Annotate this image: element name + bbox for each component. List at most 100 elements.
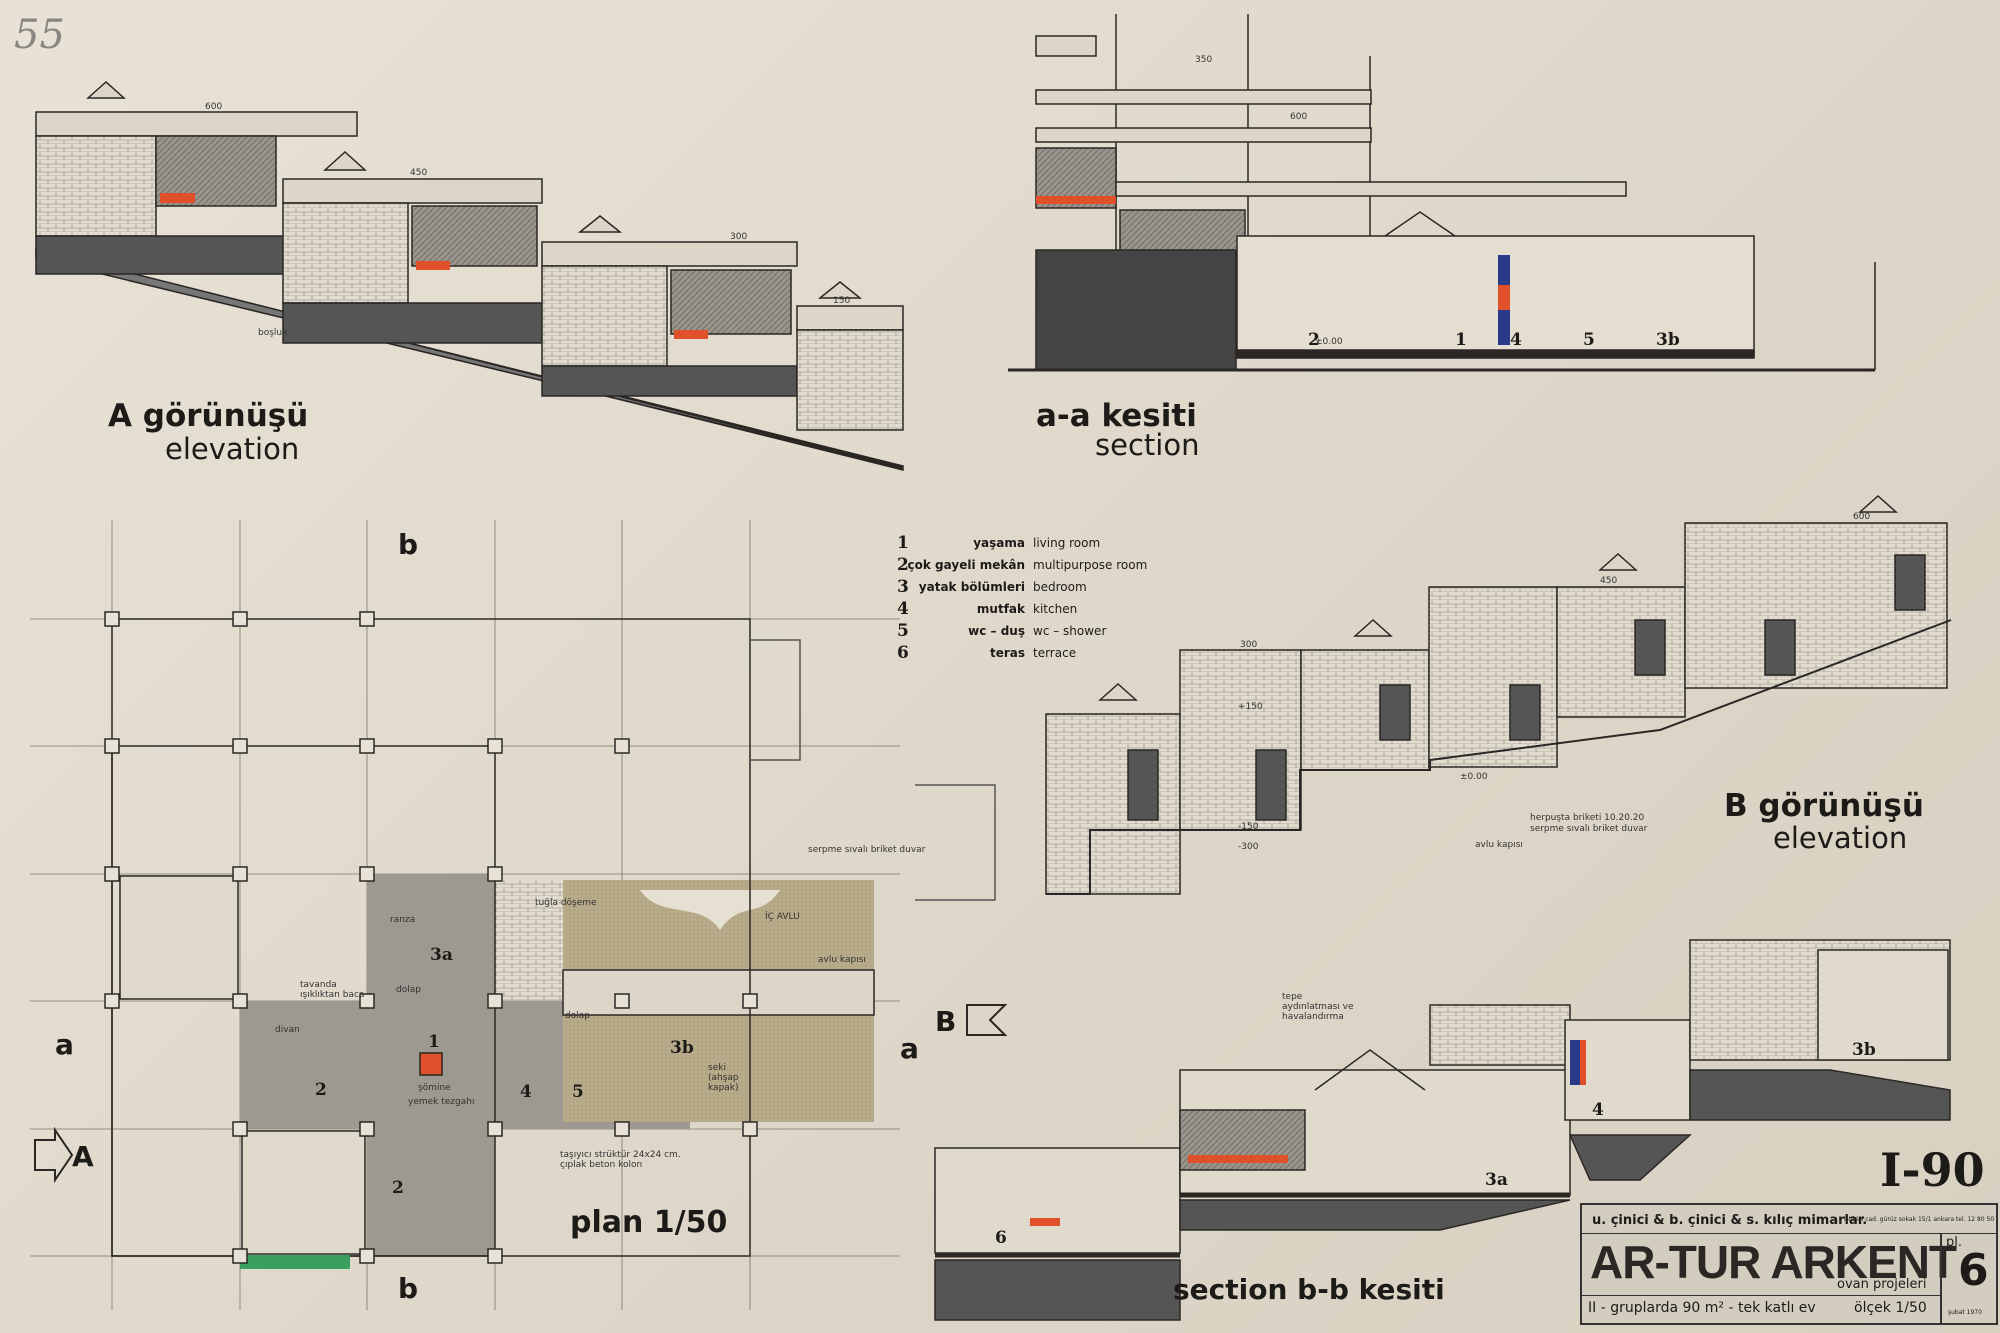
plate-label: pl.: [1946, 1235, 1962, 1250]
legend-turkish: wc – duş: [968, 624, 1025, 638]
legend-number: 3: [897, 577, 909, 597]
elevation-a-drawing: [35, 80, 904, 471]
legend-number: 1: [897, 533, 909, 553]
elevation-marker-b: B: [935, 1005, 957, 1038]
legend-english: kitchen: [1033, 602, 1078, 616]
room-number: 1: [1455, 330, 1467, 350]
room-number: 3b: [670, 1038, 694, 1058]
room-legend: 1 2 3 4 5 6 yaşama çok gayeli mekân yata…: [895, 533, 1165, 673]
legend-turkish: yatak bölümleri: [918, 580, 1025, 594]
plan-label: tuğla döşeme: [535, 898, 597, 908]
plan-label: taşıyıcı strüktür 24x24 cm. çıplak beton…: [560, 1150, 681, 1170]
dim-label: 150: [833, 296, 851, 306]
legend-turkish: mutfak: [976, 602, 1025, 616]
room-number: 1: [428, 1032, 440, 1052]
plate-number: 6: [1958, 1245, 1989, 1296]
room-number: 5: [572, 1082, 584, 1102]
elevation-b-drawing: [1045, 494, 1952, 895]
project-name: AR-TUR ARKENT: [1590, 1236, 1957, 1288]
dim-label: +150: [1238, 702, 1263, 712]
room-number: 3a: [1485, 1170, 1508, 1190]
architects: u. çinici & b. çinici & s. kılıç mimarla…: [1592, 1213, 1868, 1228]
section-a-arrow-icon: [34, 1126, 74, 1184]
plan-title: plan 1/50: [570, 1205, 728, 1240]
elevation-a-title: A görünüşü: [108, 398, 309, 434]
section-bb-drawing: [934, 939, 1951, 1321]
section-marker-a-right: a: [900, 1032, 919, 1065]
note-label: serpme sıvalı briket duvar: [1530, 824, 1648, 834]
room-number: 5: [1583, 330, 1595, 350]
note-label: avlu kapısı: [1475, 840, 1523, 850]
legend-number: 6: [897, 643, 909, 663]
plan-label: yemek tezgahı: [408, 1097, 475, 1107]
dim-label: 300: [730, 232, 748, 242]
elevation-b-subtitle: elevation: [1773, 821, 1908, 855]
legend-turkish: teras: [989, 646, 1025, 660]
plan-label: şömine: [418, 1083, 451, 1093]
plan-label: divan: [275, 1025, 300, 1035]
plan-label: seki (ahşap kapak): [708, 1063, 739, 1093]
room-number: 3b: [1656, 330, 1680, 350]
legend-number: 4: [897, 599, 909, 619]
legend-turkish: çok gayeli mekân: [907, 558, 1025, 572]
dim-label: 450: [410, 168, 428, 178]
plan-label: İÇ AVLU: [765, 912, 800, 922]
legend-english: wc – shower: [1033, 624, 1107, 638]
plan-label: serpme sıvalı briket duvar: [808, 845, 926, 855]
room-number: 2: [315, 1080, 327, 1100]
elevation-marker-a: A: [72, 1140, 94, 1173]
room-number: 4: [1510, 330, 1522, 350]
room-number: 4: [520, 1082, 532, 1102]
section-bb-title: section b-b kesiti: [1173, 1273, 1445, 1306]
project-description: II - gruplarda 90 m² - tek katlı ev: [1588, 1300, 1816, 1316]
room-number: 2: [1308, 330, 1320, 350]
dim-label: 600: [1853, 512, 1871, 522]
note-label: tepe aydınlatması ve havalandırma: [1282, 992, 1354, 1022]
note-label: boşluk: [258, 328, 288, 338]
note-label: herpuşta briketi 10.20.20: [1530, 813, 1645, 823]
room-number: 4: [1592, 1100, 1604, 1120]
dim-label: ±0.00: [1315, 337, 1343, 347]
section-marker-a-left: a: [55, 1028, 74, 1061]
plan-label: dolap: [565, 1011, 590, 1021]
scale: ölçek 1/50: [1854, 1300, 1927, 1316]
address: istiklal cad. gürüz sokak 15/1 ankara te…: [1844, 1216, 1995, 1223]
legend-turkish: yaşama: [973, 536, 1025, 550]
plan-label: avlu kapısı: [818, 955, 866, 965]
room-number: 2: [392, 1178, 404, 1198]
dim-label: ±0.00: [1460, 772, 1488, 782]
room-number: 6: [995, 1228, 1007, 1248]
plan-label: ranza: [390, 915, 416, 925]
legend-english: multipurpose room: [1033, 558, 1148, 572]
project-subtitle: ovan projeleri: [1837, 1277, 1927, 1292]
plan-label: tavanda ışıklıktan baca: [300, 980, 365, 1000]
legend-number: 5: [897, 621, 909, 641]
dim-label: -150: [1238, 822, 1259, 832]
dim-label: 600: [205, 102, 223, 112]
plan-label: dolap: [396, 985, 421, 995]
title-block: u. çinici & b. çinici & s. kılıç mimarla…: [1580, 1203, 1998, 1325]
dim-label: -300: [1238, 842, 1259, 852]
room-number: 3a: [430, 945, 453, 965]
dim-label: 300: [1240, 640, 1258, 650]
pencil-sheet-number: 55: [14, 12, 65, 58]
elevation-b-title: B görünüşü: [1724, 788, 1924, 824]
sheet-code: I-90: [1880, 1143, 1985, 1197]
section-b-arrow-icon: [966, 1004, 1008, 1036]
section-aa-subtitle: section: [1095, 428, 1200, 462]
section-marker-b-bottom: b: [398, 1272, 419, 1305]
legend-english: terrace: [1033, 646, 1077, 660]
date: şubat 1970: [1948, 1309, 1982, 1316]
dim-label: 350: [1195, 55, 1213, 65]
dim-label: 600: [1290, 112, 1308, 122]
legend-english: living room: [1033, 536, 1101, 550]
legend-english: bedroom: [1033, 580, 1087, 594]
section-marker-b-top: b: [398, 528, 419, 561]
dim-label: 450: [1600, 576, 1618, 586]
plan-drawing: [30, 520, 1008, 1310]
room-number: 3b: [1852, 1040, 1876, 1060]
section-aa-drawing: [1008, 14, 1876, 372]
section-aa-title: a-a kesiti: [1036, 398, 1197, 434]
